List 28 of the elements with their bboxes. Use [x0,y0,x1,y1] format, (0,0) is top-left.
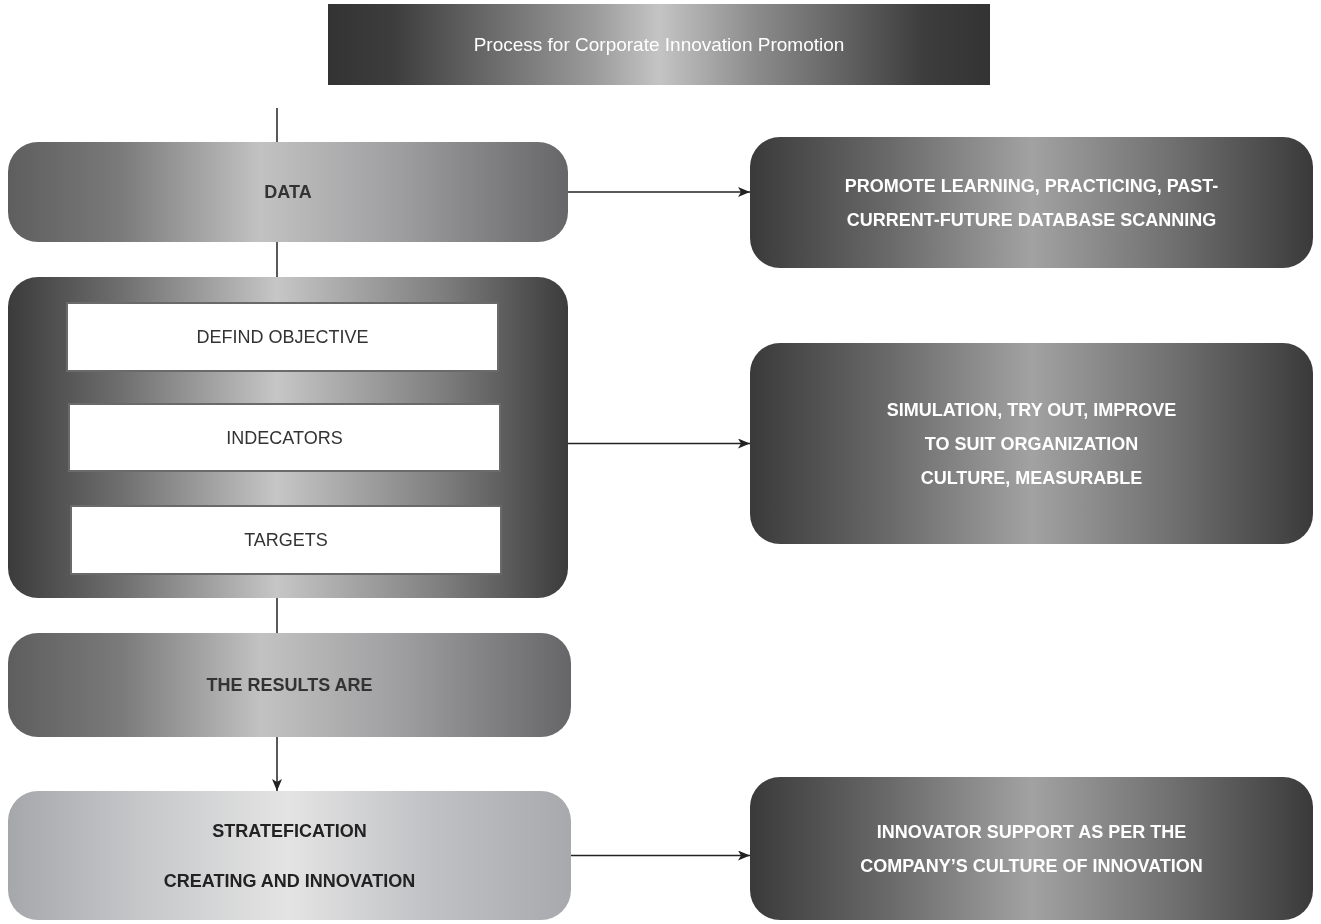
title-banner: Process for Corporate Innovation Promotion [328,4,990,85]
arrow [272,736,282,792]
box-label: TARGETS [244,529,328,552]
box-label: SIMULATION, TRY OUT, IMPROVE TO SUIT ORGANIZATION CULTURE, MEASURABLE [885,398,1178,490]
process-box [750,137,1313,268]
process-box [750,777,1313,920]
process-box [70,505,502,575]
box-label: STRATEFICATION [212,819,367,843]
arrow [567,187,751,197]
arrow [567,438,751,449]
connector-line [276,597,278,634]
process-box [66,302,499,372]
box-label: INDECATORS [226,426,343,450]
box-label: DEFIND OBJECTIVE [196,326,369,349]
connector-line [276,107,278,143]
process-box [8,142,568,242]
box-label: THE RESULTS ARE [206,674,373,697]
process-box [8,791,571,920]
connector-line [276,241,278,278]
box-label: CREATING AND INNOVATION [163,869,416,893]
arrow [570,850,751,861]
process-box [68,403,501,472]
box-label: INNOVATOR SUPPORT AS PER THE COMPANY’S CULTURE OF INNOVATION [859,820,1204,878]
box-label: DATA [264,181,312,204]
box-label: PROMOTE LEARNING, PRACTICING, PAST- CURRENT-FUTURE DATABASE SCANNING [843,174,1220,232]
group-panel [8,277,568,598]
process-box [750,343,1313,544]
process-box [8,633,571,737]
